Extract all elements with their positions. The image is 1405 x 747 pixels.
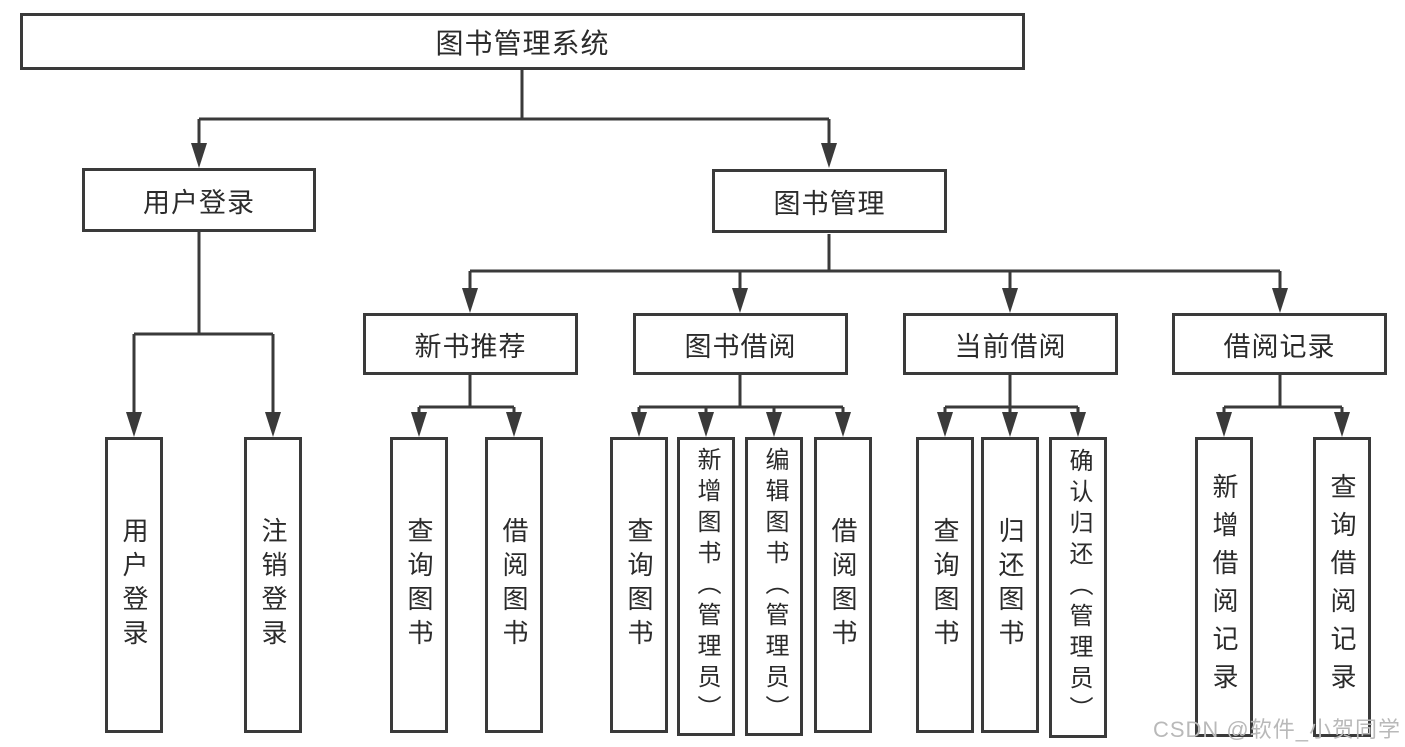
leaf-borrow-borrow-books: 借阅图书 <box>814 437 872 733</box>
leaf-current-return-books: 归还图书 <box>981 437 1039 733</box>
leaf-current-query-books: 查询图书 <box>916 437 974 733</box>
leaf-records-add-record: 新增借阅记录 <box>1195 437 1253 737</box>
leaf-borrow-edit-books-admin: 编辑图书（管理员） <box>745 437 803 736</box>
node-user-login: 用户登录 <box>82 168 316 232</box>
leaf-logout: 注销登录 <box>244 437 302 733</box>
node-book-borrow: 图书借阅 <box>633 313 848 375</box>
node-system-root: 图书管理系统 <box>20 13 1025 70</box>
leaf-borrow-add-books-admin: 新增图书（管理员） <box>677 437 735 736</box>
leaf-records-query-record: 查询借阅记录 <box>1313 437 1371 737</box>
node-current-borrow: 当前借阅 <box>903 313 1118 375</box>
node-new-book-recommend: 新书推荐 <box>363 313 578 375</box>
node-book-management: 图书管理 <box>712 169 947 233</box>
leaf-current-confirm-return-admin: 确认归还（管理员） <box>1049 437 1107 738</box>
csdn-watermark: CSDN @软件_小贺同学 <box>1152 717 1401 742</box>
leaf-recommend-borrow-books: 借阅图书 <box>485 437 543 733</box>
leaf-user-login: 用户登录 <box>105 437 163 733</box>
leaf-borrow-query-books: 查询图书 <box>610 437 668 733</box>
leaf-recommend-query-books: 查询图书 <box>390 437 448 733</box>
node-borrow-records: 借阅记录 <box>1172 313 1387 375</box>
